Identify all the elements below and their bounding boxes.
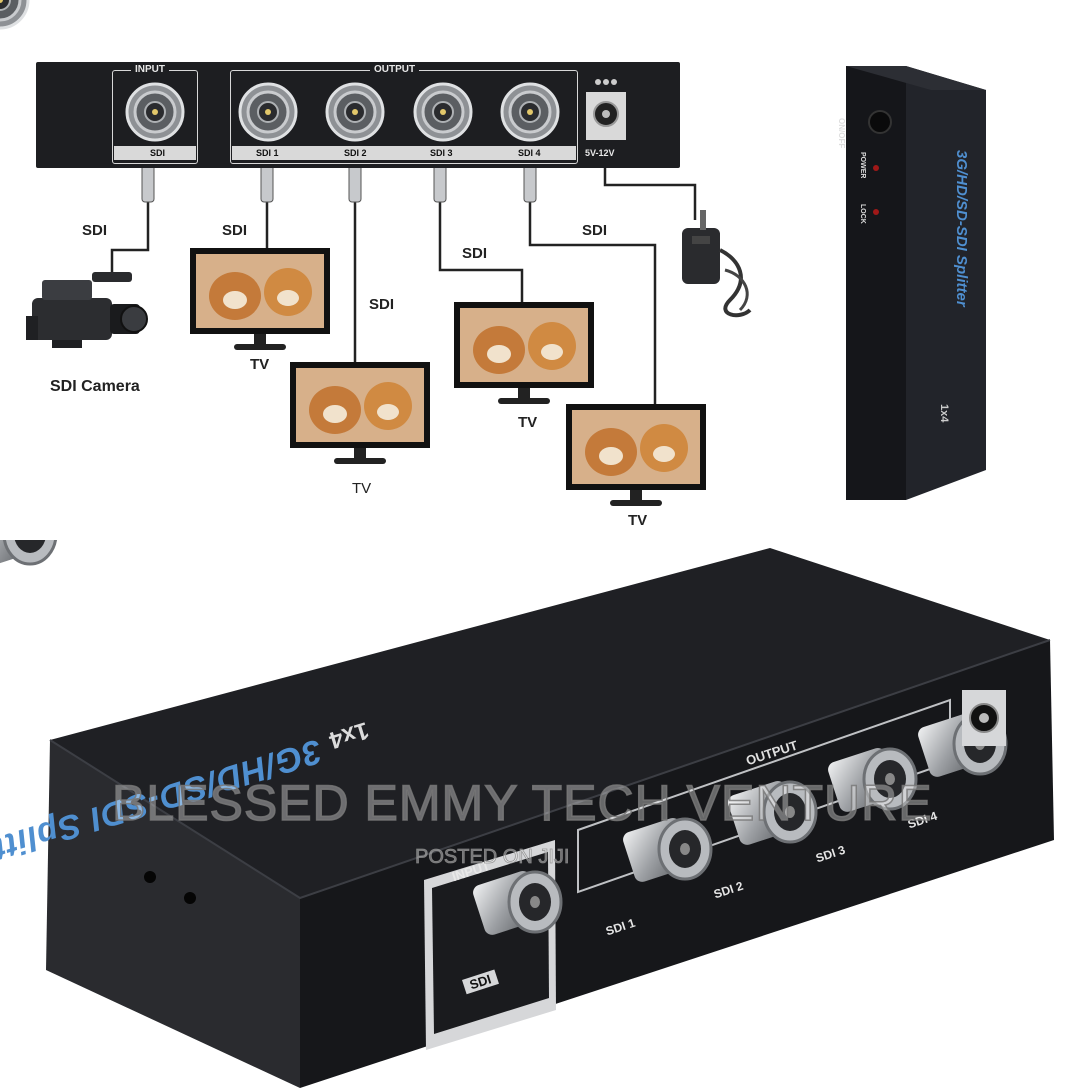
cable-label-tv3: SDI [462, 245, 488, 262]
cable-label-tv1: SDI [222, 222, 248, 239]
watermark-subtext: POSTED ON JIJI [415, 846, 570, 869]
side-size-text: 1x4 [938, 404, 950, 423]
port-label-sdi2: SDI 2 [344, 148, 367, 158]
input-label: INPUT [131, 64, 169, 75]
tv-label-2: TV [352, 480, 372, 497]
tv-icon-2 [290, 362, 430, 464]
port-label-sdi: SDI [150, 148, 166, 158]
tv-icon-3 [454, 302, 594, 404]
splitter-side-view [846, 66, 986, 500]
tv-label-3: TV [518, 414, 538, 431]
port-label-sdi4: SDI 4 [518, 148, 541, 158]
tv-label-1: TV [250, 356, 270, 373]
cable-label-tv2: SDI [369, 296, 395, 313]
camera-icon [26, 272, 148, 348]
port-label-strip [232, 146, 576, 160]
output-label: OUTPUT [370, 64, 420, 75]
port-label-sdi1: SDI 1 [256, 148, 279, 158]
cable-label-tv4: SDI [582, 222, 608, 239]
bnc-connectors-main [0, 540, 1008, 939]
side-led-power-label: POWER [859, 152, 866, 179]
side-switch-label: ON/OFF [837, 118, 846, 149]
tv-icon-1 [190, 248, 330, 350]
watermark-text: BLESSED EMMY TECH VENTURE [111, 774, 933, 832]
side-model-text: 3G/HD/SD-SDI Splitter [953, 150, 970, 307]
port-label-strip [114, 146, 196, 160]
bnc-connectors-top [0, 0, 626, 142]
side-led-lock-label: LOCK [859, 204, 866, 224]
port-label-sdi3: SDI 3 [430, 148, 453, 158]
cable-label-camera: SDI [82, 222, 108, 239]
tv-icon-4 [566, 404, 706, 506]
tv-label-4: TV [628, 512, 648, 529]
camera-label: SDI Camera [50, 378, 140, 395]
power-label: 5V-12V [585, 148, 615, 158]
power-adapter-icon [682, 210, 752, 318]
